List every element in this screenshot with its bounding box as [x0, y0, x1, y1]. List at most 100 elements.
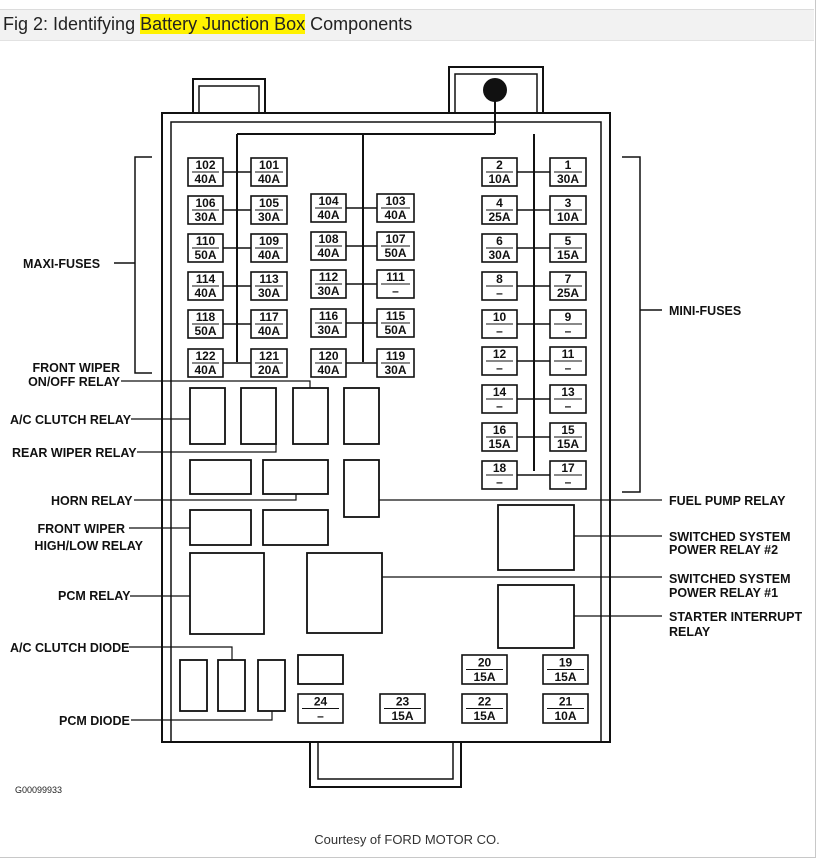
mini-fuse-12: 12–	[481, 346, 518, 376]
fuse-22-number: 22	[478, 695, 492, 709]
mini-fuse-6-rating: 30A	[488, 248, 510, 262]
fuse-20-number: 20	[478, 656, 492, 670]
mini-fuses-label: MINI-FUSES	[669, 304, 741, 318]
rear-wiper-relay-box	[240, 387, 277, 445]
front-wiper-highlow-label-1: FRONT WIPER	[38, 522, 126, 536]
mini-fuse-7-rating: 25A	[557, 286, 579, 300]
mini-fuse-16-rating: 15A	[488, 437, 510, 451]
maxi-fuse-111-number: 111	[386, 270, 405, 284]
diode-box-1	[179, 659, 208, 712]
mini-fuse-8-rating: –	[496, 286, 503, 300]
maxi-fuse-101-rating: 40A	[258, 172, 280, 186]
maxi-fuse-115-rating: 50A	[384, 323, 406, 337]
relay-box-b	[262, 509, 329, 546]
title-highlight: Battery Junction Box	[140, 14, 306, 34]
title-suffix: Components	[305, 14, 413, 34]
mini-fuse-17: 17–	[549, 460, 587, 490]
fuse-23-number: 23	[396, 695, 410, 709]
figure-title: Fig 2: Identifying Battery Junction Box …	[3, 14, 412, 35]
fuse-24-number: 24	[314, 695, 328, 709]
pcm-relay-box	[189, 552, 265, 635]
maxi-fuse-122-rating: 40A	[194, 363, 216, 377]
starter-interrupt-label-1: STARTER INTERRUPT	[669, 610, 802, 624]
mini-fuse-11-number: 11	[562, 347, 575, 361]
maxi-fuse-104-number: 104	[318, 194, 338, 208]
box-inner	[170, 121, 602, 743]
horn-relay-leader	[134, 494, 297, 501]
mini-fuse-1-number: 1	[565, 158, 572, 172]
maxi-fuse-103-rating: 40A	[384, 208, 406, 222]
mini-fuse-3-rating: 10A	[557, 210, 579, 224]
maxi-fuse-110-rating: 50A	[194, 248, 216, 262]
maxi-fuse-106-rating: 30A	[194, 210, 216, 224]
starter-interrupt-relay-box	[497, 584, 575, 649]
front-wiper-highlow-relay-box	[189, 509, 252, 546]
mini-fuse-14: 14–	[481, 384, 518, 414]
maxi-fuse-112-rating: 30A	[317, 284, 339, 298]
pcm-diode-leader	[131, 711, 273, 721]
maxi-fuse-117-rating: 40A	[258, 324, 280, 338]
left-top-tab	[192, 78, 266, 113]
maxi-fuse-113-rating: 30A	[258, 286, 280, 300]
maxi-fuse-118-rating: 50A	[194, 324, 216, 338]
mini-fuse-18-number: 18	[493, 461, 507, 475]
fuse-23-rating: 15A	[391, 709, 413, 723]
switched-relay-2-box	[497, 504, 575, 571]
small-block	[297, 654, 344, 685]
mini-fuse-10-number: 10	[493, 310, 507, 324]
bottom-tab	[309, 742, 462, 788]
battery-terminal	[483, 78, 507, 102]
mini-fuse-13: 13–	[549, 384, 587, 414]
maxi-fuse-107-rating: 50A	[384, 246, 406, 260]
mini-fuse-16-number: 16	[493, 423, 507, 437]
mini-fuse-11-rating: –	[565, 361, 572, 375]
mini-fuse-4-number: 4	[496, 196, 503, 210]
mini-fuse-13-rating: –	[565, 399, 572, 413]
pcm-diode-label: PCM DIODE	[59, 714, 130, 728]
right-top-tab-inner	[454, 73, 538, 113]
mini-fuse-2-rating: 10A	[488, 172, 510, 186]
left-top-tab-inner	[198, 85, 260, 113]
maxi-fuse-114-rating: 40A	[194, 286, 216, 300]
mini-fuse-11: 11–	[549, 346, 587, 376]
fuse-21-number: 21	[559, 695, 573, 709]
mini-fuse-8: 8–	[481, 271, 518, 301]
mini-fuse-12-rating: –	[496, 361, 503, 375]
maxi-fuse-120-number: 120	[318, 349, 338, 363]
bottom-tab-inner	[317, 742, 454, 780]
maxi-fuse-117-number: 117	[259, 310, 279, 324]
maxi-fuse-116-number: 116	[319, 309, 339, 323]
figure-code: G00099933	[15, 785, 62, 795]
fuse-21-rating: 10A	[554, 709, 576, 723]
mini-fuse-group: 210A130A425A310A630A515A8–725A10–9–12–11…	[481, 157, 587, 490]
ac-clutch-relay-box	[189, 387, 226, 445]
maxi-fuse-122-number: 122	[195, 349, 215, 363]
title-prefix: Fig 2: Identifying	[3, 14, 141, 34]
credit-line: Courtesy of FORD MOTOR CO.	[314, 832, 500, 847]
front-wiper-onoff-leader	[121, 380, 311, 388]
mini-fuse-18-rating: –	[496, 475, 503, 489]
spare-relay-box	[343, 387, 380, 445]
fuse-22-rating: 15A	[473, 709, 495, 723]
maxi-fuse-120-rating: 40A	[317, 363, 339, 377]
maxi-fuse-108-number: 108	[318, 232, 338, 246]
